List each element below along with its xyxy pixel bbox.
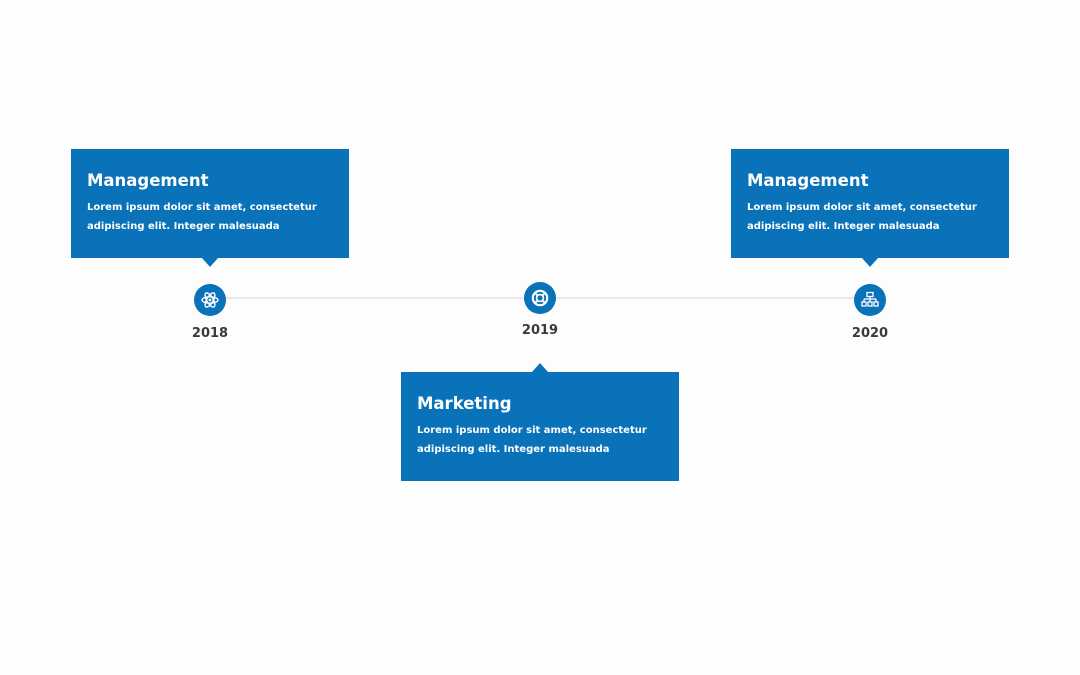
milestone-title: Marketing <box>417 394 512 413</box>
lifebuoy-icon <box>530 288 550 308</box>
year-label-2020: 2020 <box>851 326 889 341</box>
milestone-description-line: adipiscing elit. Integer malesuada <box>747 221 940 232</box>
hierarchy-icon <box>860 290 880 310</box>
timeline-node-2020 <box>854 284 886 316</box>
milestone-card-2018: Management Lorem ipsum dolor sit amet, c… <box>71 149 349 267</box>
milestone-description-line: Lorem ipsum dolor sit amet, consectetur <box>87 202 317 213</box>
year-label-2019: 2019 <box>521 323 559 338</box>
milestone-description-line: Lorem ipsum dolor sit amet, consectetur <box>417 425 647 436</box>
card-pointer <box>862 258 878 267</box>
atom-icon <box>200 290 220 310</box>
card-pointer <box>202 258 218 267</box>
milestone-title: Management <box>747 171 869 190</box>
timeline-node-2018 <box>194 284 226 316</box>
milestone-card-2020: Management Lorem ipsum dolor sit amet, c… <box>731 149 1009 267</box>
milestone-card-2019: Marketing Lorem ipsum dolor sit amet, co… <box>401 363 679 481</box>
milestone-description-line: adipiscing elit. Integer malesuada <box>87 221 280 232</box>
milestone-description-line: Lorem ipsum dolor sit amet, consectetur <box>747 202 977 213</box>
card-pointer <box>532 363 548 372</box>
milestone-description-line: adipiscing elit. Integer malesuada <box>417 444 610 455</box>
year-label-2018: 2018 <box>191 326 229 341</box>
milestone-title: Management <box>87 171 209 190</box>
timeline-node-2019 <box>524 282 556 314</box>
